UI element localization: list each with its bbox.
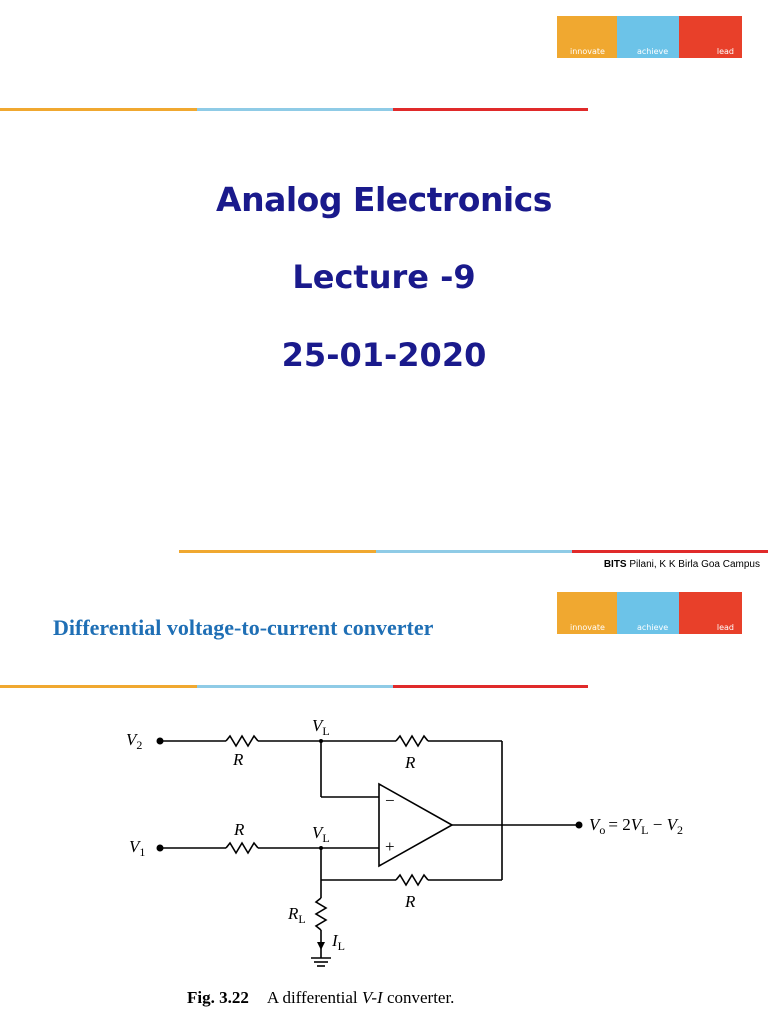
resistor-bottom-left bbox=[225, 841, 259, 855]
terminal-v1 bbox=[156, 844, 164, 852]
lecture-number: Lecture -9 bbox=[292, 258, 476, 296]
inverting-input-sign: − bbox=[385, 791, 395, 810]
resistor-load bbox=[314, 897, 328, 931]
resistor-top-right bbox=[395, 734, 429, 748]
resistor-label-bottom-left: R bbox=[233, 820, 245, 839]
input-v2-label: V2 bbox=[126, 730, 142, 752]
slide-heading: Differential voltage-to-current converte… bbox=[53, 615, 434, 640]
node-mid-label: VL bbox=[312, 823, 330, 845]
campus-label: Pilani, K K Birla Goa Campus bbox=[626, 559, 760, 570]
lecture-date: 25-01-2020 bbox=[281, 336, 487, 374]
resistor-label-top-left: R bbox=[232, 750, 244, 769]
brand-innovate: innovate bbox=[557, 592, 617, 634]
header-rule bbox=[0, 108, 588, 111]
resistor-bottom-right bbox=[395, 873, 429, 887]
vi-converter-circuit: V2 V1 VL VL R R R R RL IL − + Vo= 2VL − … bbox=[126, 716, 683, 1007]
brand-innovate: innovate bbox=[557, 16, 617, 58]
brand-achieve: achieve bbox=[617, 592, 679, 634]
brand-banner-slide2: innovate achieve lead bbox=[557, 592, 742, 634]
bits-label: BITS bbox=[603, 559, 627, 570]
node-mid bbox=[319, 846, 323, 850]
brand-lead: lead bbox=[679, 16, 742, 58]
load-current-label: IL bbox=[331, 931, 345, 953]
terminal-vo bbox=[575, 821, 583, 829]
brand-lead: lead bbox=[679, 592, 742, 634]
input-v1-label: V1 bbox=[129, 837, 145, 859]
brand-banner-top: innovate achieve lead bbox=[557, 16, 742, 58]
resistor-label-top-right: R bbox=[404, 753, 416, 772]
current-arrow-icon bbox=[317, 942, 325, 950]
node-top-label: VL bbox=[312, 716, 330, 738]
footer-rule bbox=[179, 550, 768, 553]
node-top bbox=[319, 739, 323, 743]
terminal-v2 bbox=[156, 737, 164, 745]
load-resistor-label: RL bbox=[287, 904, 306, 926]
resistor-top-left bbox=[225, 734, 259, 748]
op-amp-symbol bbox=[378, 782, 454, 868]
slide2-header-rule bbox=[0, 685, 588, 688]
output-equation: Vo= 2VL − V2 bbox=[589, 815, 683, 837]
resistor-label-bottom-right: R bbox=[404, 892, 416, 911]
course-title: Analog Electronics bbox=[216, 180, 552, 219]
brand-achieve: achieve bbox=[617, 16, 679, 58]
campus-footer: BITS Pilani, K K Birla Goa Campus bbox=[604, 559, 760, 570]
noninverting-input-sign: + bbox=[385, 837, 395, 856]
